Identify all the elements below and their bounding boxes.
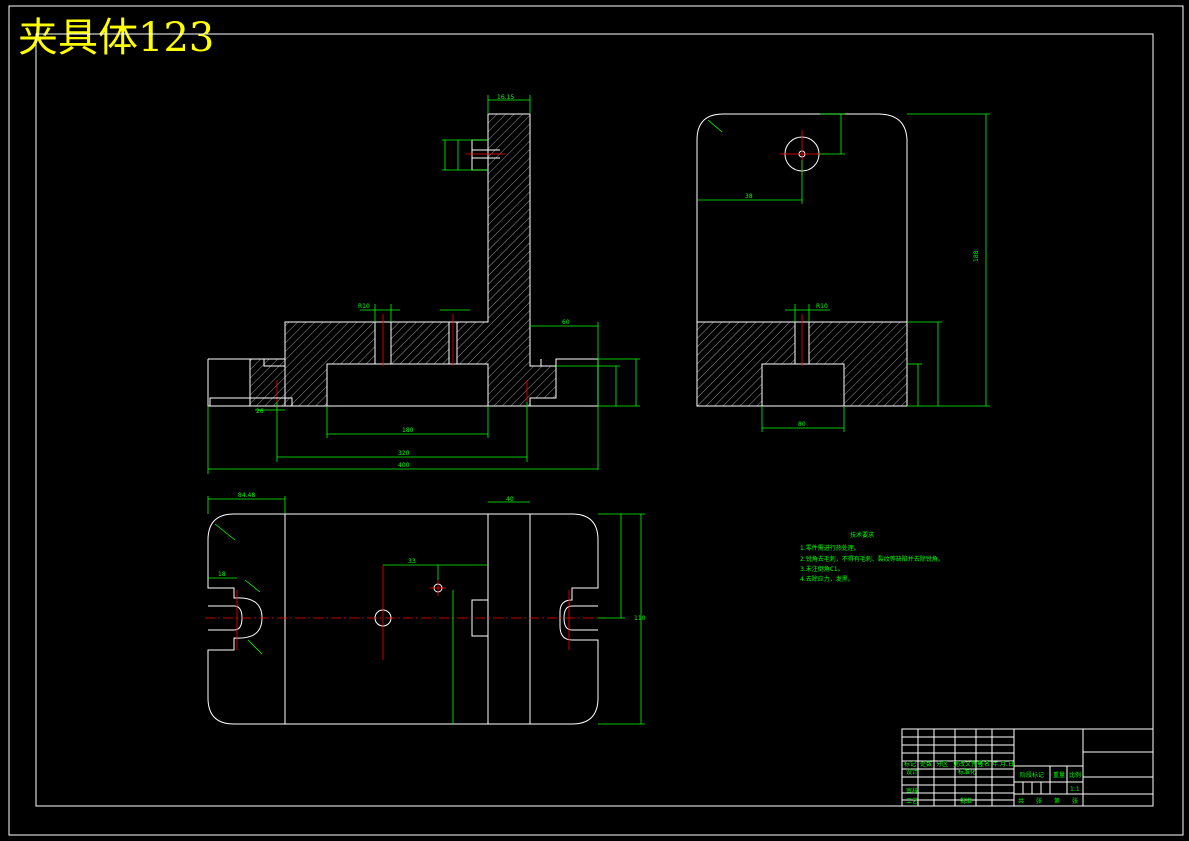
tb-process: 工艺 <box>906 797 918 805</box>
notes-line-4: 4.去除应力，发黑。 <box>800 575 854 583</box>
tb-design: 设计 <box>906 768 918 776</box>
dim-188: 188 <box>973 250 980 262</box>
notes-line-1: 1.零件需进行热处理。 <box>800 544 860 552</box>
dim-2x26: 26 <box>256 408 264 415</box>
dim-84: 84.48 <box>238 492 255 499</box>
tb-approve: 批准 <box>960 797 972 805</box>
inner-frame <box>35 33 1154 807</box>
technical-notes: 技术要求 1.零件需进行热处理。 2.锐角去毛刺，不得有毛刺、裂纹等缺陷并去除锐… <box>800 531 944 583</box>
dim-top-18: 18 <box>218 571 226 578</box>
tb-sheet-3: 张 <box>1072 797 1078 805</box>
tb-standard: 标准化 <box>958 768 976 776</box>
drawing-title: 夹具体123 <box>18 15 215 61</box>
dim-side-38: 38 <box>745 193 753 200</box>
tb-sheet-2: 第 <box>1054 797 1060 805</box>
tb-sheet-1: 张 <box>1036 797 1042 805</box>
notes-line-2: 2.锐角去毛刺，不得有毛刺、裂纹等缺陷并去除锐角。 <box>800 555 944 563</box>
dim-top-110: 110 <box>634 615 646 622</box>
tb-col-3: 更改文件号 <box>953 760 983 768</box>
tb-scale: 比例 <box>1069 771 1081 779</box>
tb-col-2: 分区 <box>936 760 948 768</box>
title-block: 标记 处数 分区 更改文件号 签名 年.月.日 设计 标准化 审核 工艺 批准 … <box>901 728 1154 807</box>
dim-180: 180 <box>402 427 414 434</box>
side-view: 38 188 80 R10 <box>696 113 990 432</box>
tb-scale-value: 1:1 <box>1070 786 1080 793</box>
tb-col-1: 处数 <box>920 760 932 768</box>
tb-sheet-0: 共 <box>1018 797 1024 805</box>
dim-top-33: 33 <box>408 558 416 565</box>
tb-col-5: 年.月.日 <box>992 760 1014 768</box>
dim-side-80: 80 <box>798 421 806 428</box>
notes-line-3: 3.未注倒角C1。 <box>800 565 844 573</box>
dim-320: 320 <box>398 450 410 457</box>
dim-400: 400 <box>398 462 410 469</box>
top-view: 84.48 40 18 33 110 <box>205 492 646 725</box>
dim-top-40: 40 <box>506 496 514 503</box>
dim-r10-a: R10 <box>358 303 370 310</box>
front-view: 16.15 R10 60 180 320 400 26 <box>207 94 640 474</box>
dim-top-width: 16.15 <box>497 94 514 101</box>
tb-weight: 重量 <box>1053 771 1065 779</box>
dim-r10-b: R10 <box>816 303 828 310</box>
tb-col-4: 签名 <box>978 760 990 768</box>
dim-60-front: 60 <box>562 319 570 326</box>
notes-heading: 技术要求 <box>850 531 874 539</box>
tb-stage: 阶段标记 <box>1020 771 1044 779</box>
tb-col-0: 标记 <box>904 760 916 768</box>
tb-review: 审核 <box>906 787 918 795</box>
outer-frame <box>8 5 1184 836</box>
